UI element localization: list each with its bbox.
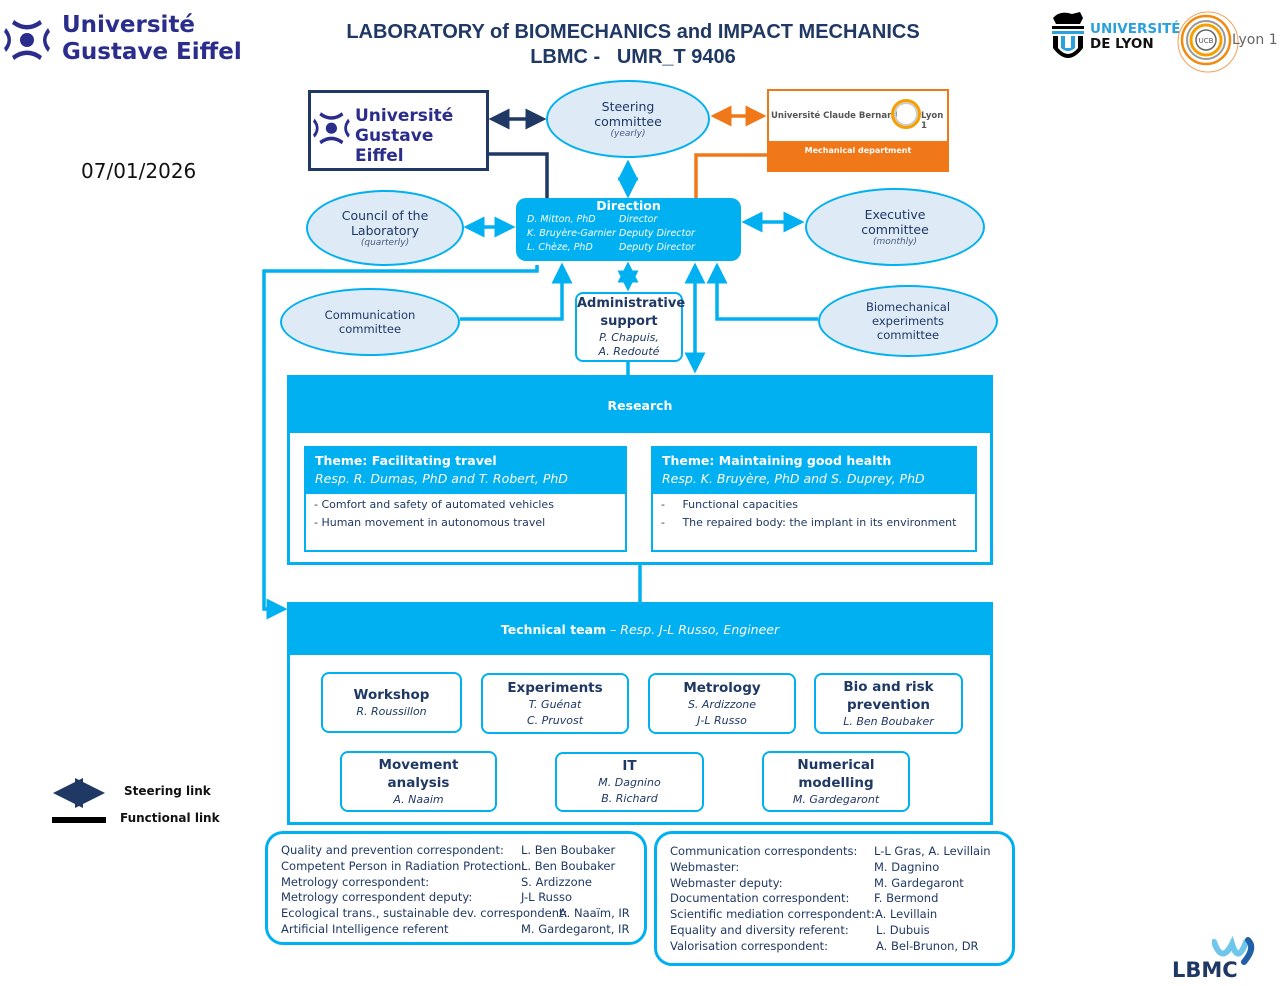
legend-functional-link: Functional link xyxy=(120,811,220,825)
lyon1-logo-text: Lyon 1 xyxy=(1232,32,1278,48)
lyon1-seal-icon: UCB xyxy=(1176,4,1244,74)
uge-logo-icon xyxy=(313,112,350,145)
page-title: LABORATORY of BIOMECHANICS and IMPACT ME… xyxy=(346,21,920,68)
correspondents-right: Communication correspondents:L-L Gras, A… xyxy=(654,831,1015,966)
executive-committee[interactable]: Executive committee(monthly) xyxy=(805,188,985,266)
correspondents-left: Quality and prevention correspondent:L. … xyxy=(265,831,647,945)
council-of-laboratory[interactable]: Council of the Laboratory(quarterly) xyxy=(306,190,464,266)
mechanical-department: Mechanical department xyxy=(769,141,947,170)
svg-text:UCB: UCB xyxy=(1199,37,1214,45)
communication-committee[interactable]: Communication committee xyxy=(280,288,460,356)
steering-committee[interactable]: Steering committee(yearly) xyxy=(546,80,710,158)
lbmc-logo-icon xyxy=(1212,934,1260,968)
uge-logo-icon xyxy=(4,16,50,62)
ucbl-partner-box: Université Claude Bernard Lyon 1 Mechani… xyxy=(767,89,949,172)
biomechanical-experiments-committee[interactable]: Biomechanical experiments committee xyxy=(818,285,998,357)
universite-de-lyon-logo-icon xyxy=(1050,8,1086,62)
lbmc-logo-text: LBMC xyxy=(1172,958,1238,982)
ucbl-seal-icon xyxy=(891,99,921,129)
legend-steering-link: Steering link xyxy=(124,784,211,798)
date: 07/01/2026 xyxy=(81,159,197,183)
